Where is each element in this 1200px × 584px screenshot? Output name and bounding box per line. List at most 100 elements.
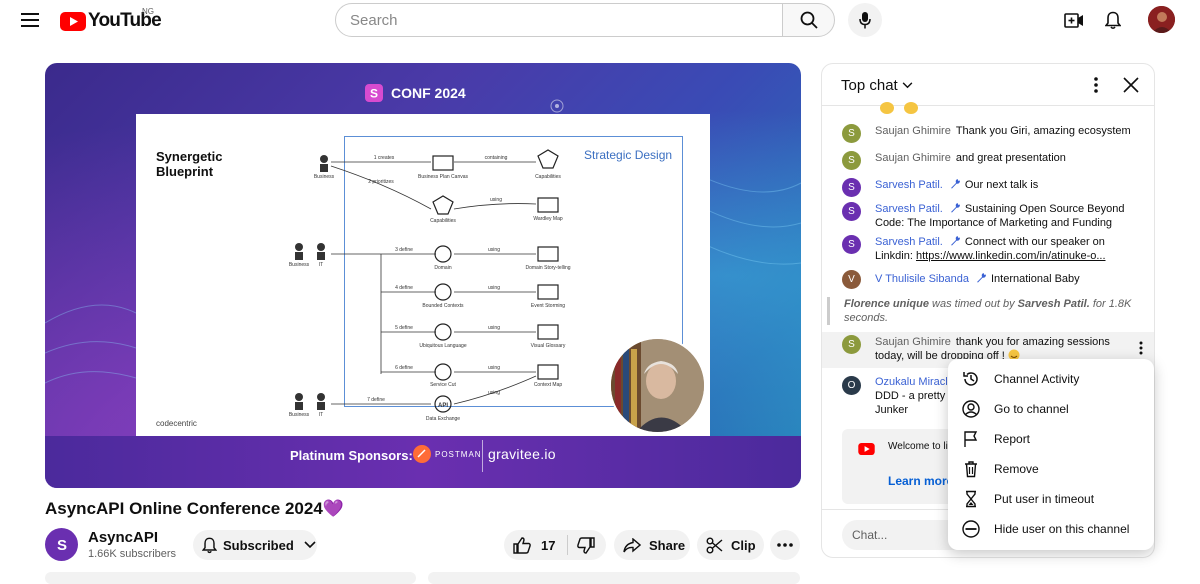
- message-options-button[interactable]: [1134, 340, 1148, 356]
- menu-item-report[interactable]: Report: [948, 424, 1154, 454]
- menu-button[interactable]: [18, 8, 42, 32]
- message-text: and great presentation: [955, 152, 1066, 164]
- message-text: International Baby: [990, 273, 1080, 285]
- trash-icon: [965, 461, 977, 478]
- below-video-placeholder: [45, 572, 416, 584]
- message-author[interactable]: Sarvesh Patil.: [875, 203, 943, 215]
- node-domain: Domain: [434, 265, 451, 271]
- create-video-icon: [1064, 12, 1083, 28]
- more-vertical-icon: [1094, 77, 1098, 93]
- menu-label: Report: [994, 432, 1031, 446]
- svg-text:S: S: [56, 537, 66, 554]
- voice-search-button[interactable]: [848, 3, 882, 37]
- node-data-exchange: Data Exchange: [426, 416, 460, 422]
- node-capabilities-a: Capabilities: [430, 218, 456, 224]
- chat-mode-selector[interactable]: Top chat: [841, 77, 913, 94]
- sponsor-divider: [482, 440, 483, 472]
- edge-define-5: 5 define: [395, 325, 413, 331]
- message-author[interactable]: Saujan Ghimire: [875, 125, 951, 137]
- message-author[interactable]: V Thulisile Sibanda: [875, 273, 969, 285]
- wrench-icon: [950, 179, 960, 189]
- account-avatar[interactable]: [1148, 6, 1175, 33]
- message-link[interactable]: https://www.linkedin.com/in/atinuke-o...: [915, 250, 1106, 262]
- bell-icon: [202, 537, 217, 553]
- create-button[interactable]: [1062, 8, 1086, 32]
- message-author[interactable]: Sarvesh Patil.: [875, 236, 943, 248]
- message-text: Connect with our speaker on Linkdin:: [875, 236, 1105, 262]
- menu-item-hide-user[interactable]: Hide user on this channel: [948, 514, 1154, 544]
- user-avatar[interactable]: S: [842, 178, 861, 197]
- user-avatar[interactable]: S: [842, 335, 861, 354]
- node-business-plan: Business Plan Canvas: [418, 174, 469, 180]
- asyncapi-channel-icon: S: [56, 537, 66, 554]
- menu-label: Hide user on this channel: [994, 522, 1130, 536]
- node-wardley: Wardley Map: [533, 216, 562, 222]
- subscribed-button[interactable]: Subscribed: [193, 530, 317, 560]
- user-avatar[interactable]: S: [842, 124, 861, 143]
- search-input[interactable]: [335, 3, 783, 37]
- chat-close-button[interactable]: [1121, 75, 1141, 95]
- message-author[interactable]: Saujan Ghimire: [875, 336, 951, 348]
- message-author[interactable]: Ozukalu Miracl: [875, 376, 948, 388]
- channel-name[interactable]: AsyncAPI: [88, 529, 159, 546]
- node-context-map: Context Map: [534, 382, 563, 388]
- user-avatar[interactable]: S: [842, 235, 861, 254]
- speaker-image-icon: [611, 339, 704, 432]
- gravitee-sponsor: gravitee.io: [488, 446, 556, 462]
- edge-using-1: using: [490, 197, 502, 203]
- chevron-down-icon: [304, 541, 316, 549]
- blueprint-diagram: Business Business Plan Canvas Capabiliti…: [289, 149, 571, 422]
- subscribed-label: Subscribed: [223, 537, 294, 553]
- menu-item-remove[interactable]: Remove: [948, 454, 1154, 484]
- svg-text:S: S: [370, 87, 378, 101]
- bell-icon: [1105, 11, 1121, 29]
- learn-more-link[interactable]: Learn more: [888, 474, 954, 488]
- youtube-logo[interactable]: YouTube: [60, 10, 162, 32]
- menu-item-put-in-timeout[interactable]: Put user in timeout: [948, 484, 1154, 514]
- conference-badge: S CONF 2024: [365, 84, 466, 102]
- strategic-design-box: [344, 136, 683, 407]
- video-player[interactable]: S CONF 2024 Synergetic Blueprint Strateg…: [45, 63, 801, 488]
- flag-icon: [964, 431, 978, 447]
- message-text: thank you for amazing sessions today, wi…: [875, 336, 1110, 362]
- user-avatar[interactable]: S: [842, 202, 861, 221]
- notifications-button[interactable]: [1101, 8, 1125, 32]
- timeout-by[interactable]: Sarvesh Patil.: [1017, 298, 1090, 310]
- edge-using-6: using: [488, 390, 500, 396]
- chat-options-button[interactable]: [1086, 75, 1106, 95]
- message-text-continued: Junker: [875, 404, 909, 416]
- hamburger-icon: [21, 13, 39, 27]
- block-icon: [962, 520, 980, 538]
- slide-title: Synergetic Blueprint: [156, 149, 223, 179]
- message-context-menu: Channel Activity Go to channel Report Re…: [948, 359, 1154, 550]
- search-button[interactable]: [782, 3, 835, 37]
- dislike-button[interactable]: [568, 530, 596, 560]
- menu-label: Channel Activity: [994, 372, 1080, 386]
- node-bounded: Bounded Contexts: [422, 303, 464, 309]
- postman-text: POSTMAN: [435, 449, 482, 459]
- clip-button[interactable]: Clip: [697, 530, 764, 560]
- microphone-icon: [859, 11, 871, 28]
- node-business-it-1: Business: [289, 262, 310, 268]
- user-avatar[interactable]: O: [842, 376, 861, 395]
- grinning-emoji-icon: [1008, 349, 1020, 361]
- node-event-storming: Event Storming: [531, 303, 565, 309]
- user-avatar[interactable]: S: [842, 151, 861, 170]
- menu-item-channel-activity[interactable]: Channel Activity: [948, 364, 1154, 394]
- timeout-user[interactable]: Florence unique: [844, 298, 929, 310]
- message-author[interactable]: Saujan Ghimire: [875, 152, 951, 164]
- node-business-top: Business: [314, 174, 335, 180]
- message-text: Sustaining Open Source Beyond Code: The …: [875, 203, 1125, 229]
- edge-containing: containing: [485, 155, 508, 161]
- sponsors-label: Platinum Sponsors:: [290, 448, 413, 463]
- share-label: Share: [649, 537, 686, 553]
- more-actions-button[interactable]: [770, 530, 800, 560]
- message-author[interactable]: Sarvesh Patil.: [875, 179, 943, 191]
- user-avatar[interactable]: V: [842, 270, 861, 289]
- node-domain-story: Domain Story-telling: [525, 265, 570, 271]
- like-button[interactable]: 17: [504, 530, 555, 560]
- channel-avatar[interactable]: S: [45, 528, 78, 561]
- share-button[interactable]: Share: [614, 530, 690, 560]
- menu-item-go-to-channel[interactable]: Go to channel: [948, 394, 1154, 424]
- below-video-placeholder: [428, 572, 800, 584]
